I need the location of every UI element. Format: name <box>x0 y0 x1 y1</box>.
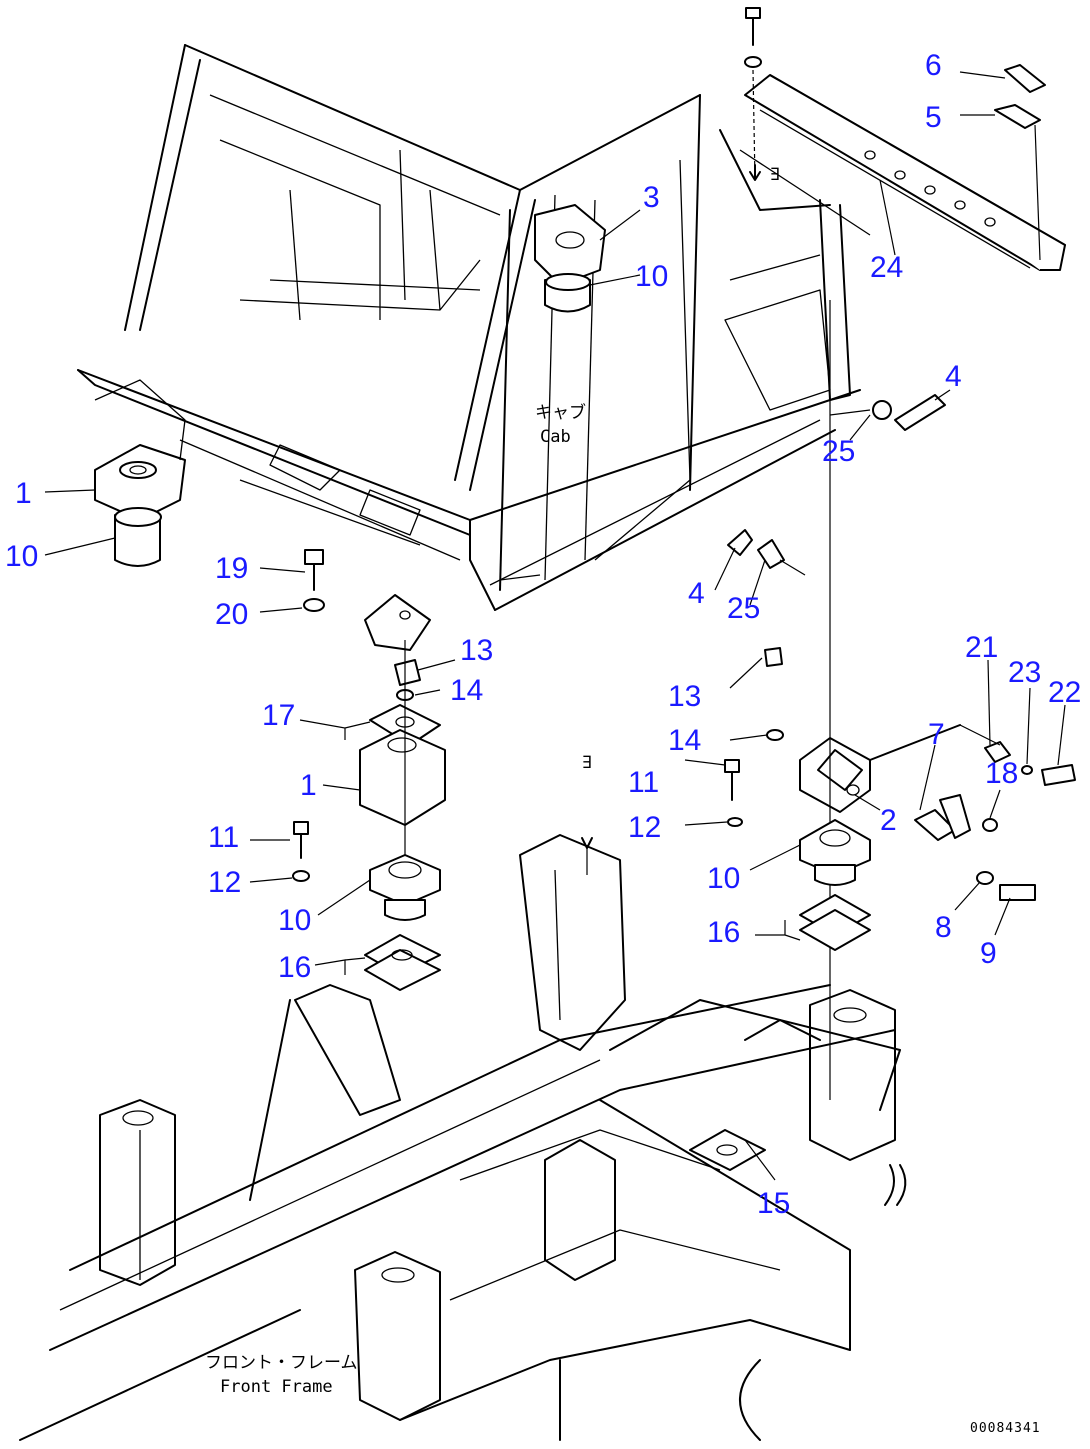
ref-mark-lower: ∃ <box>582 753 592 773</box>
reference-marks: ∃ ∃ <box>581 165 780 875</box>
front-frame-label-en: Front Frame <box>220 1377 333 1397</box>
callout-4-middle: 4 <box>688 577 705 610</box>
callout-19: 19 <box>215 552 248 585</box>
front-frame-label-jp: フロント・フレーム <box>205 1353 358 1373</box>
callout-25-upper: 25 <box>822 435 855 468</box>
leader-lines <box>44 71 1066 975</box>
callout-1-stack: 1 <box>300 769 317 802</box>
front-frame <box>19 834 907 1441</box>
callout-10-left: 10 <box>5 540 38 573</box>
ref-mark-upper: ∃ <box>770 165 780 185</box>
callout-1-left: 1 <box>15 477 32 510</box>
callout-16-left: 16 <box>278 951 311 984</box>
callout-numbers: 1 10 19 20 13 14 17 1 11 12 10 16 3 10 6… <box>5 49 1081 1220</box>
callout-18: 18 <box>985 757 1018 790</box>
pin-bushing-middle <box>727 529 806 576</box>
callout-12-right: 12 <box>628 811 661 844</box>
cab-structure <box>77 44 871 611</box>
callout-2: 2 <box>880 804 897 837</box>
callout-20: 20 <box>215 598 248 631</box>
callout-13-right: 13 <box>668 680 701 713</box>
callout-3: 3 <box>643 181 660 214</box>
callout-10-right: 10 <box>707 862 740 895</box>
left-mount-stack <box>292 549 446 991</box>
callout-21: 21 <box>965 631 998 664</box>
callout-25-middle: 25 <box>727 592 760 625</box>
cab-label-en: Cab <box>540 427 571 447</box>
callout-10-top: 10 <box>635 260 668 293</box>
callout-11-left: 11 <box>208 821 239 854</box>
left-front-mount-installed <box>94 379 186 567</box>
cab-label-jp: キャブ <box>535 402 586 423</box>
callout-14-left: 14 <box>450 674 483 707</box>
callout-11-right: 11 <box>628 766 659 799</box>
right-mount-stack <box>724 300 1076 1100</box>
callout-9: 9 <box>980 937 997 970</box>
rear-bracket-24 <box>744 7 1066 271</box>
callout-6: 6 <box>925 49 942 82</box>
callout-24: 24 <box>870 251 903 284</box>
pin-bushing-upper <box>829 394 946 431</box>
callout-16-right: 16 <box>707 916 740 949</box>
callout-4-upper: 4 <box>945 360 962 393</box>
drawing-code: 00084341 <box>970 1421 1041 1436</box>
clips-6-5 <box>994 64 1046 261</box>
callout-12-left: 12 <box>208 866 241 899</box>
callout-5: 5 <box>925 101 942 134</box>
callout-15: 15 <box>757 1187 790 1220</box>
area-labels: キャブ Cab フロント・フレーム Front Frame 00084341 <box>205 402 1041 1436</box>
callout-10-stack: 10 <box>278 904 311 937</box>
callout-13-left: 13 <box>460 634 493 667</box>
callout-23: 23 <box>1008 656 1041 689</box>
callout-7: 7 <box>928 718 945 751</box>
callout-17: 17 <box>262 699 295 732</box>
callout-8: 8 <box>935 911 952 944</box>
callout-14-right: 14 <box>668 724 701 757</box>
callout-22: 22 <box>1048 676 1081 709</box>
rear-top-mount-installed <box>534 204 606 313</box>
